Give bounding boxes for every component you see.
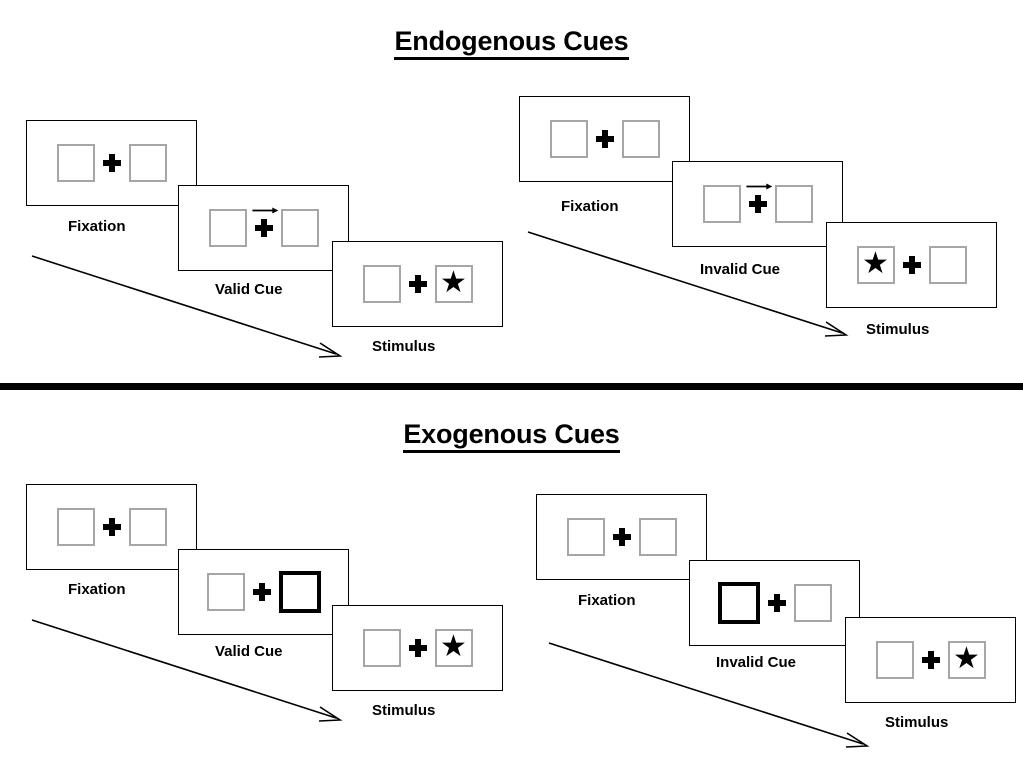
exo-valid-stimulus-caption: Stimulus xyxy=(372,702,436,719)
exo-invalid-cue-left-box-highlighted xyxy=(717,582,760,624)
fixation-cross-icon xyxy=(767,594,786,612)
endo-valid-cue-panel xyxy=(178,185,349,271)
exo-valid-fixation-left-box xyxy=(56,508,95,546)
arrow-right-icon xyxy=(745,183,772,190)
exo-valid-stimulus-panel: ★ xyxy=(332,605,503,691)
exo-invalid-stimulus-caption: Stimulus xyxy=(885,714,949,731)
exo-invalid-cue-right-box xyxy=(793,584,832,622)
endo-invalid-fixation-right-box xyxy=(621,120,660,158)
fixation-cross-icon xyxy=(102,154,121,172)
endo-valid-fixation-caption: Fixation xyxy=(68,218,126,235)
star-icon: ★ xyxy=(440,266,467,299)
exo-invalid-cue-caption: Invalid Cue xyxy=(716,654,797,671)
exo-valid-cue-panel xyxy=(178,549,349,635)
fixation-cross-icon xyxy=(102,518,121,536)
fixation-cross-icon xyxy=(595,130,614,148)
endo-valid-fixation-panel xyxy=(26,120,197,206)
exo-invalid-flow-arrow xyxy=(548,642,870,748)
fixation-cross-icon xyxy=(612,528,631,546)
exo-valid-fixation-right-box xyxy=(128,508,167,546)
endo-valid-fixation-right-box xyxy=(128,144,167,182)
exo-invalid-fixation-left-box xyxy=(566,518,605,556)
endo-invalid-fixation-left-box xyxy=(549,120,588,158)
exo-invalid-cue-panel xyxy=(689,560,860,646)
endo-valid-stimulus-panel: ★ xyxy=(332,241,503,327)
fixation-cross-icon xyxy=(408,275,427,293)
endo-invalid-stimulus-panel: ★ xyxy=(826,222,997,308)
endo-valid-cue-caption: Valid Cue xyxy=(215,281,283,298)
exo-invalid-stimulus-right-box: ★ xyxy=(947,641,986,679)
fixation-cross-icon xyxy=(902,256,921,274)
endo-invalid-cue-caption: Invalid Cue xyxy=(700,261,781,278)
fixation-cross-icon xyxy=(252,583,271,601)
exo-invalid-stimulus-panel: ★ xyxy=(845,617,1016,703)
section-divider xyxy=(0,383,1023,390)
endo-invalid-cue-left-box xyxy=(702,185,741,223)
fixation-cross-icon xyxy=(921,651,940,669)
exo-valid-stimulus-left-box xyxy=(362,629,401,667)
endo-valid-cue-left-box xyxy=(208,209,247,247)
endo-invalid-cue-panel xyxy=(672,161,843,247)
fixation-cross-icon xyxy=(251,207,278,237)
star-icon: ★ xyxy=(440,630,467,663)
exo-valid-cue-caption: Valid Cue xyxy=(215,643,283,660)
arrow-right-icon xyxy=(251,207,278,214)
fixation-cross-icon xyxy=(408,639,427,657)
endo-invalid-stimulus-left-box: ★ xyxy=(856,246,895,284)
endo-invalid-stimulus-right-box xyxy=(928,246,967,284)
star-icon: ★ xyxy=(953,642,980,675)
exo-invalid-fixation-panel xyxy=(536,494,707,580)
exo-invalid-stimulus-left-box xyxy=(875,641,914,679)
exo-valid-cue-left-box xyxy=(206,573,245,611)
section-title-exogenous: Exogenous Cues xyxy=(0,419,1023,453)
endo-invalid-fixation-caption: Fixation xyxy=(561,198,619,215)
endo-valid-stimulus-right-box: ★ xyxy=(434,265,473,303)
section-title-exogenous-text: Exogenous Cues xyxy=(403,419,620,453)
exo-valid-stimulus-right-box: ★ xyxy=(434,629,473,667)
fixation-cross-icon xyxy=(745,183,772,213)
exo-valid-fixation-panel xyxy=(26,484,197,570)
section-title-endogenous-text: Endogenous Cues xyxy=(394,26,629,60)
endo-valid-stimulus-caption: Stimulus xyxy=(372,338,436,355)
exo-invalid-fixation-caption: Fixation xyxy=(578,592,636,609)
endo-valid-cue-right-box xyxy=(280,209,319,247)
star-icon: ★ xyxy=(862,247,889,280)
endo-invalid-stimulus-caption: Stimulus xyxy=(866,321,930,338)
endo-valid-fixation-left-box xyxy=(56,144,95,182)
exo-invalid-fixation-right-box xyxy=(638,518,677,556)
endo-invalid-cue-right-box xyxy=(774,185,813,223)
exo-valid-cue-right-box-highlighted xyxy=(278,571,321,613)
endo-valid-stimulus-left-box xyxy=(362,265,401,303)
section-title-endogenous: Endogenous Cues xyxy=(0,26,1023,60)
exo-valid-fixation-caption: Fixation xyxy=(68,581,126,598)
endo-invalid-fixation-panel xyxy=(519,96,690,182)
